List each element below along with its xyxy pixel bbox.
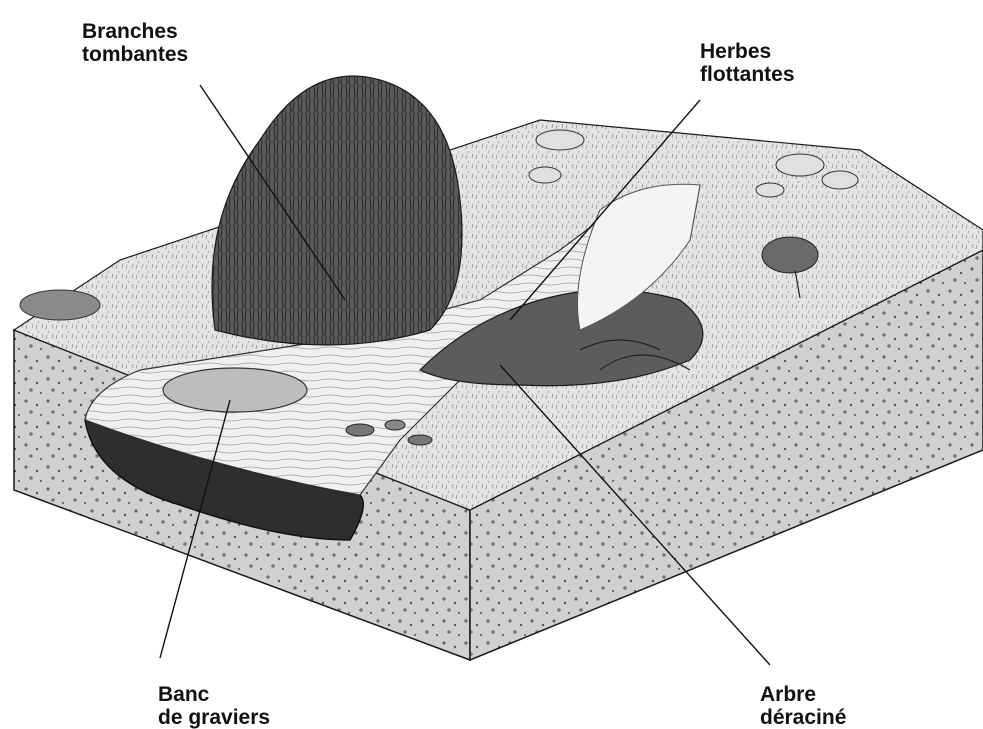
label-arbre-deracine: Arbre déraciné xyxy=(760,683,846,729)
label-branches-line1: Branches xyxy=(82,20,188,43)
label-herbes-line1: Herbes xyxy=(700,40,795,63)
label-herbes-line2: flottantes xyxy=(700,63,795,86)
label-branches-tombantes: Branches tombantes xyxy=(82,20,188,66)
label-arbre-line2: déraciné xyxy=(760,706,846,729)
label-arbre-line1: Arbre xyxy=(760,683,846,706)
label-banc-de-graviers: Banc de graviers xyxy=(158,683,270,729)
label-banc-line2: de graviers xyxy=(158,706,270,729)
willow-tree xyxy=(212,76,462,345)
left-shrubs xyxy=(20,290,100,320)
label-herbes-flottantes: Herbes flottantes xyxy=(700,40,795,86)
label-branches-line2: tombantes xyxy=(82,43,188,66)
label-banc-line1: Banc xyxy=(158,683,270,706)
gravel-bar xyxy=(163,368,307,412)
